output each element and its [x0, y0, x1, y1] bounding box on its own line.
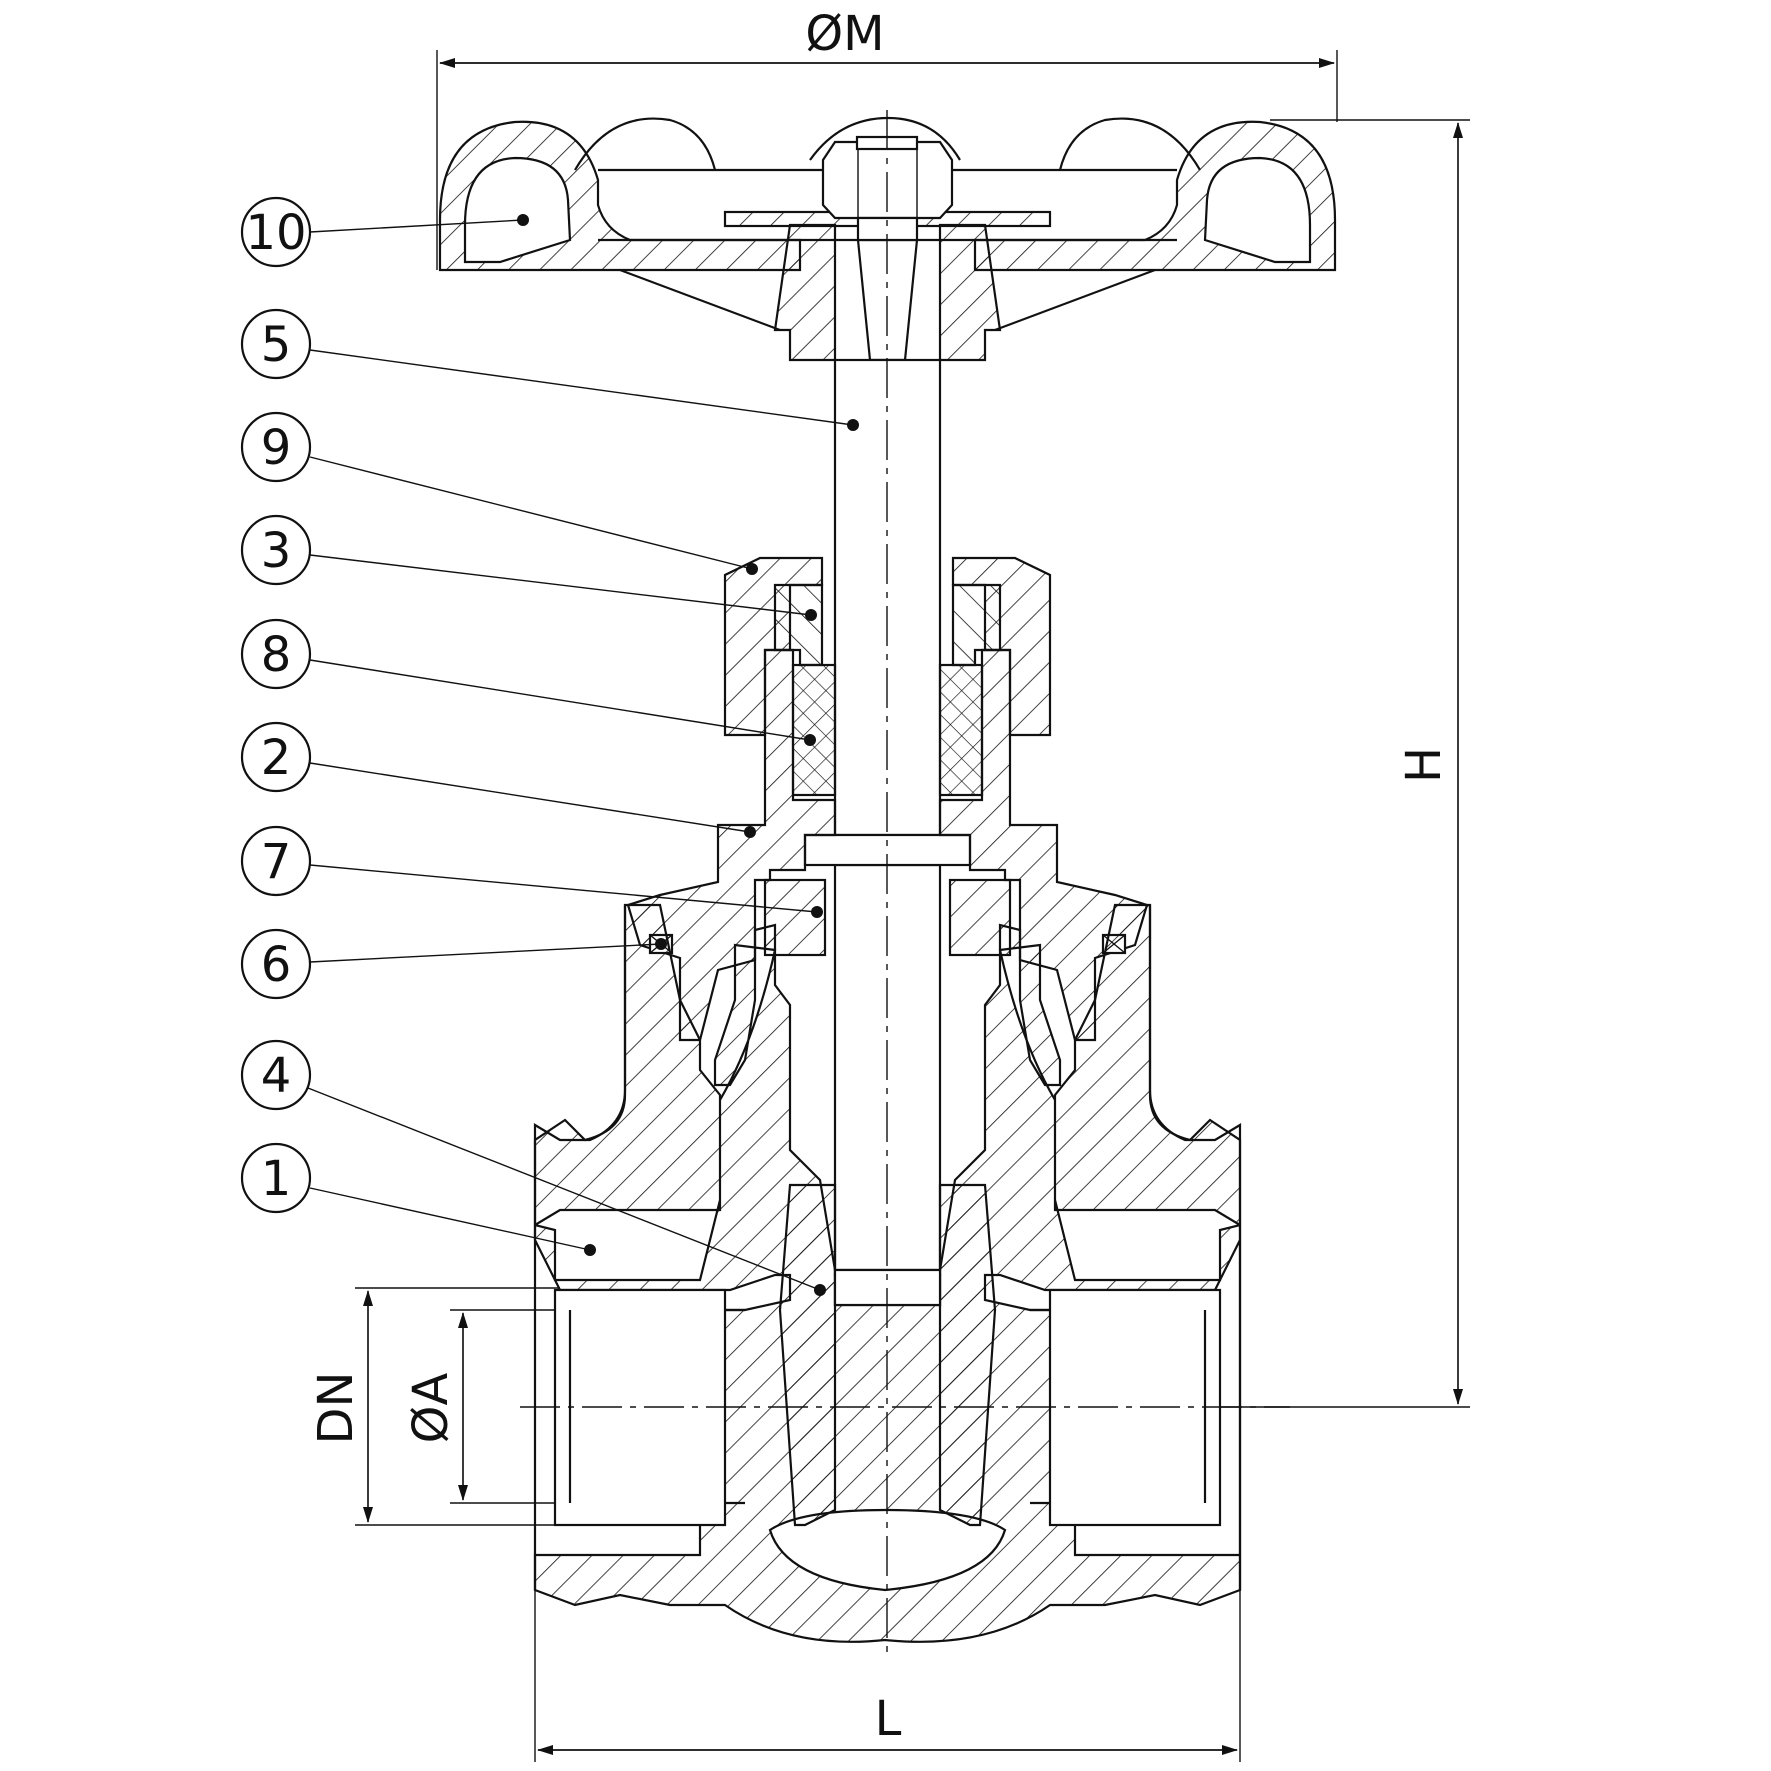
callout-2-number: 2 — [261, 730, 292, 786]
callout-5: 5 — [240, 308, 859, 431]
callout-1: 1 — [240, 1142, 596, 1256]
dimension-m: ØM — [436, 6, 1338, 270]
callout-10-number: 10 — [245, 205, 306, 261]
dimension-m-label: ØM — [805, 6, 884, 62]
dimension-dn: DN — [308, 1287, 560, 1526]
callout-10: 10 — [240, 196, 529, 268]
packing-gland — [773, 583, 1002, 667]
callout-5-number: 5 — [261, 317, 292, 373]
callout-7: 7 — [240, 825, 823, 918]
packing — [791, 663, 984, 797]
dimension-a: ØA — [403, 1309, 720, 1504]
dimension-l: L — [534, 1580, 1241, 1762]
callout-6: 6 — [240, 928, 667, 1000]
callout-6-number: 6 — [261, 937, 292, 993]
callout-1-number: 1 — [261, 1151, 292, 1207]
callout-4: 4 — [240, 1039, 826, 1296]
handwheel — [438, 116, 1337, 362]
callout-9-number: 9 — [261, 420, 292, 476]
dimension-a-label: ØA — [403, 1373, 459, 1444]
callout-3-number: 3 — [261, 523, 292, 579]
callout-8: 8 — [240, 618, 816, 746]
dimension-h-label: H — [1396, 747, 1452, 783]
callout-8-number: 8 — [261, 627, 292, 683]
callout-7-number: 7 — [261, 834, 292, 890]
dimension-l-label: L — [875, 1691, 902, 1747]
part-callouts: 10 5 9 3 8 2 — [240, 196, 859, 1296]
dimension-h: H — [1100, 119, 1470, 1408]
centerlines — [520, 110, 1290, 1655]
callout-3: 3 — [240, 514, 817, 621]
callout-2: 2 — [240, 721, 756, 838]
callout-9: 9 — [240, 411, 758, 575]
dimension-dn-label: DN — [308, 1372, 364, 1445]
callout-4-number: 4 — [261, 1048, 292, 1104]
